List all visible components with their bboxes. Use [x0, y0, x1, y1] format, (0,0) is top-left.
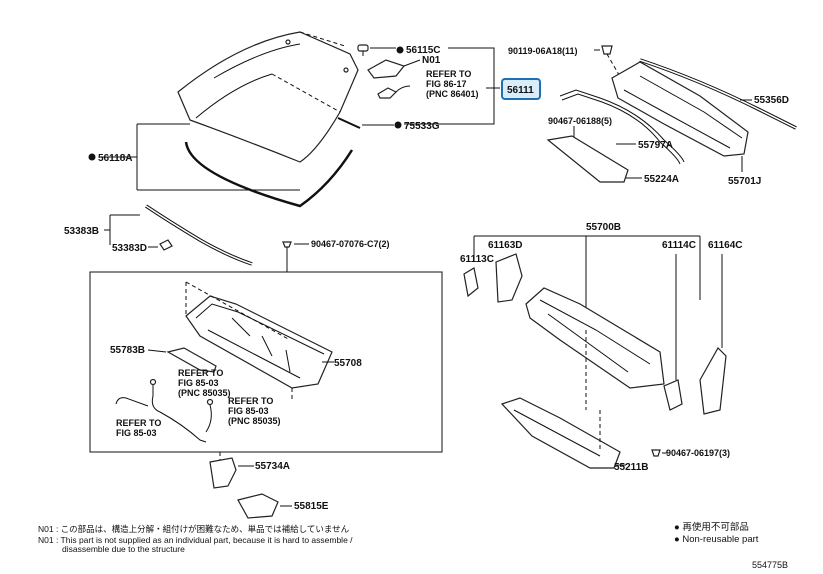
detail-box	[89, 271, 443, 453]
part-number-55211B[interactable]: 55211B	[614, 462, 648, 473]
part-number-90467-07076-C7[interactable]: 90467-07076-C7(2)	[311, 239, 390, 249]
refer-to-pnc: (PNC 85035)	[228, 416, 281, 426]
part-number-61113C[interactable]: 61113C	[460, 254, 494, 265]
note-n01-english: N01 : This part is not supplied as an in…	[38, 535, 353, 545]
part-number-55700B[interactable]: 55700B	[586, 222, 621, 233]
refer-to-fig[interactable]: FIG 85-03	[116, 428, 157, 438]
bracket-55734A[interactable]	[209, 457, 237, 489]
diagram-id: 554775B	[752, 560, 788, 570]
windshield-glass[interactable]	[177, 31, 359, 163]
refer-to-fig[interactable]: FIG 85-03	[178, 378, 219, 388]
bracket-61113C[interactable]	[463, 267, 479, 298]
part-number-56115C[interactable]: 56115C	[406, 45, 440, 56]
refer-to-fig[interactable]: FIG 86-17	[426, 79, 467, 89]
part-number-56111[interactable]: 56111	[507, 85, 534, 96]
note-n01-japanese: N01 : この部品は、構造上分解・組付けが困難なため、単品では補給していません	[38, 524, 350, 534]
cowl-top-panel-55708[interactable]	[185, 295, 333, 389]
part-number-55224A[interactable]: 55224A	[644, 174, 679, 185]
bracket-N01[interactable]	[367, 59, 406, 79]
part-number-55815E[interactable]: 55815E	[294, 501, 329, 512]
part-number-61114C[interactable]: 61114C	[662, 240, 696, 251]
part-number-55783B[interactable]: 55783B	[110, 345, 145, 356]
part-number-55734A[interactable]: 55734A	[255, 461, 290, 472]
part-number-55797A[interactable]: 55797A	[638, 140, 673, 151]
note-n01-english-cont: disassemble due to the structure	[62, 544, 185, 554]
part-number-61163D[interactable]: 61163D	[488, 240, 522, 251]
clip-53383D[interactable]	[159, 239, 173, 251]
bracket-61114C[interactable]	[663, 379, 683, 411]
clip-56115C[interactable]	[357, 44, 369, 56]
screw-90467-07076[interactable]	[282, 241, 292, 248]
part-number-53383B[interactable]: 53383B	[64, 226, 99, 237]
part-number-56118A[interactable]: 56118A	[98, 153, 132, 164]
bolt-90119-06A18[interactable]	[601, 45, 613, 55]
non-reusable-marker	[88, 153, 96, 161]
part-number-90467-06188[interactable]: 90467-06188(5)	[548, 116, 612, 126]
part-number-55708[interactable]: 55708	[334, 358, 362, 369]
part-number-55356D[interactable]: 55356D	[754, 95, 789, 106]
part-number-53383D[interactable]: 53383D	[112, 243, 147, 254]
cowl-structure-55700B[interactable]	[525, 287, 665, 389]
part-number-90119-06A18[interactable]: 90119-06A18(11)	[508, 46, 578, 56]
bracket-61164C[interactable]	[699, 347, 727, 415]
bracket-61163D[interactable]	[495, 253, 523, 303]
non-reusable-marker	[396, 46, 404, 54]
cowl-panel-55701J[interactable]	[611, 61, 749, 157]
legend-japanese: ● 再使用不可部品	[674, 521, 749, 533]
refer-to-pnc: (PNC 85035)	[178, 388, 231, 398]
part-number-55701J[interactable]: 55701J	[728, 176, 761, 187]
refer-to-label: REFER TO	[426, 69, 471, 79]
part-number-75533G[interactable]: 75533G	[404, 121, 440, 132]
refer-to-label: REFER TO	[228, 396, 273, 406]
seal-55783B[interactable]	[166, 347, 217, 373]
seal-55356D[interactable]	[639, 58, 797, 130]
rain-sensor[interactable]	[377, 85, 411, 99]
seal-55224A[interactable]	[546, 135, 629, 183]
legend-english: ● Non-reusable part	[674, 534, 759, 545]
panel-55211B[interactable]	[500, 397, 621, 469]
refer-to-fig[interactable]: FIG 85-03	[228, 406, 269, 416]
refer-to-label: REFER TO	[116, 418, 161, 428]
refer-to-pnc: (PNC 86401)	[426, 89, 479, 99]
hose-55797A[interactable]	[559, 89, 685, 165]
refer-to-label: REFER TO	[178, 368, 223, 378]
screw-90467-06197[interactable]	[651, 449, 661, 457]
bracket-55815E[interactable]	[237, 493, 279, 519]
part-number-90467-06197[interactable]: 90467-06197(3)	[666, 448, 730, 458]
moulding-strip-53383B[interactable]	[145, 204, 253, 266]
windshield-moulding[interactable]	[184, 117, 361, 208]
part-number-N01[interactable]: N01	[422, 55, 441, 66]
non-reusable-marker	[394, 121, 402, 129]
part-number-61164C[interactable]: 61164C	[708, 240, 742, 251]
part-number-56111-highlight[interactable]: 56111	[501, 78, 541, 100]
